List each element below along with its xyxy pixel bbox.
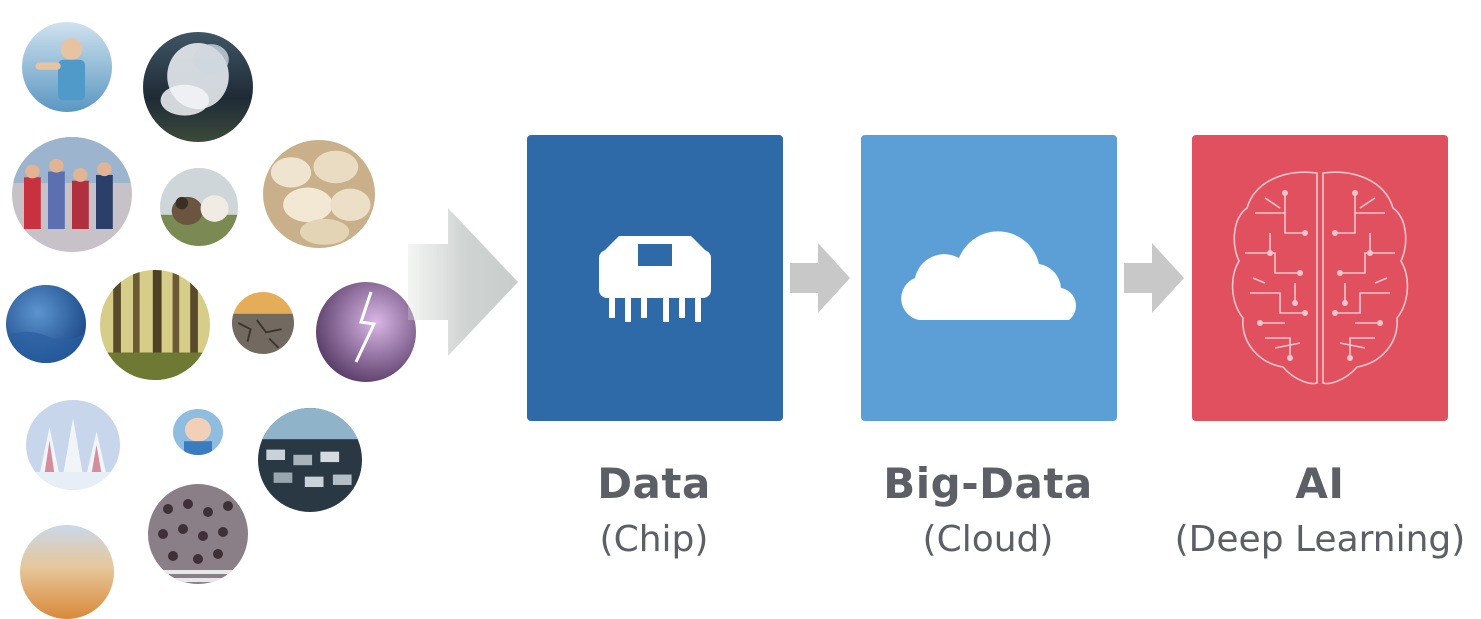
flow-arrow-1: [790, 243, 850, 313]
sheep-flock-photo: [263, 140, 375, 248]
bigdata-stage-label: Big-Data (Cloud): [828, 455, 1148, 567]
bigdata-stage-title: Big-Data: [883, 459, 1093, 508]
data-stage-card: [527, 135, 783, 421]
crowd-crosswalk-photo: [148, 484, 248, 584]
ocean-wave-photo: [6, 285, 86, 363]
cloud-icon: [901, 231, 1077, 320]
data-stage-subtitle: (Chip): [599, 519, 709, 560]
brain-circuit-icon: [1231, 171, 1409, 385]
snowy-trees-photo: [26, 400, 120, 490]
ai-stage-subtitle: (Deep Learning): [1174, 519, 1466, 560]
ai-stage-title: AI: [1295, 459, 1345, 508]
bigdata-stage-card: [861, 135, 1117, 421]
desert-dunes-photo: [20, 525, 114, 619]
forest-photo: [100, 270, 210, 380]
geyser-steam-photo: [143, 32, 253, 142]
ai-stage-label: AI (Deep Learning): [1160, 455, 1480, 567]
flow-arrow-2: [1124, 243, 1184, 313]
cows-photo: [160, 168, 238, 246]
chip-icon: [599, 236, 711, 322]
flow-arrow-large: [408, 208, 518, 356]
cracked-earth-photo: [232, 292, 294, 354]
baby-photo: [173, 409, 223, 455]
data-stage-label: Data (Chip): [494, 455, 814, 567]
data-stage-title: Data: [597, 459, 711, 508]
running-children-photo: [12, 137, 132, 252]
lightning-storm-photo: [316, 282, 416, 382]
fitness-woman-photo: [22, 22, 112, 112]
bigdata-stage-subtitle: (Cloud): [922, 519, 1054, 560]
traffic-jam-photo: [258, 408, 362, 512]
ai-stage-card: [1192, 135, 1448, 421]
